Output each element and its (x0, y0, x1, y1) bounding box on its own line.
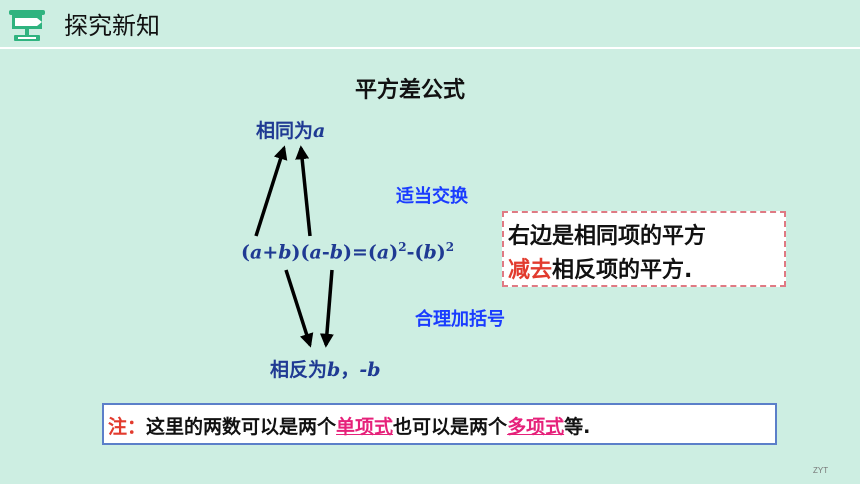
difference-of-squares-formula: (a+b)(a-b)=(a)2-(b)2 (241, 240, 454, 263)
rule-line-1: 右边是相同项的平方 (508, 224, 707, 249)
note-highlight-monomial: 单项式 (336, 416, 394, 438)
formula-part: -( (406, 241, 424, 264)
rule-highlight: 减去 (508, 258, 553, 283)
formula-var: a (250, 241, 263, 264)
formula-var: a (376, 241, 390, 264)
label-opp-text: 相反为 (270, 359, 328, 381)
formula-var: b (423, 241, 437, 264)
formula-var: b (278, 241, 292, 264)
rule-line-2: 减去相反项的平方. (508, 252, 692, 284)
watermark: ZYT (813, 466, 829, 475)
formula-part: ) (389, 241, 399, 264)
arrow-up-left (254, 145, 288, 237)
bracket-label: 合理加括号 (415, 309, 505, 330)
formula-title: 平方差公式 (355, 78, 466, 103)
label-opp-sep: ， (340, 359, 360, 381)
label-same-text: 相同为 (256, 120, 314, 142)
note-part: 这里的两数可以是两个 (146, 416, 337, 438)
formula-part: ) (436, 241, 446, 264)
rule-rest: 相反项的平方. (552, 258, 693, 283)
formula-exponent: 2 (398, 240, 407, 254)
formula-var: b (329, 241, 344, 264)
label-opp-var2: -b (359, 359, 381, 381)
presentation-board-icon (9, 10, 45, 41)
section-title: 探究新知 (64, 12, 160, 40)
header-divider (0, 47, 860, 49)
formula-part: )( (291, 241, 310, 264)
note-part: 也可以是两个 (393, 416, 508, 438)
label-opposite-term: 相反为b，-b (270, 355, 381, 382)
note-highlight-polynomial: 多项式 (507, 416, 565, 438)
swap-label: 适当交换 (396, 186, 468, 207)
formula-var: a (309, 241, 322, 264)
formula-part: - (321, 241, 330, 264)
rule-box (502, 211, 786, 287)
arrow-up-right (295, 145, 312, 237)
note-prefix: 注： (108, 416, 147, 438)
note-text: 注：这里的两数可以是两个单项式也可以是两个多项式等. (108, 412, 590, 439)
formula-exponent: 2 (445, 240, 455, 254)
formula-part: + (262, 241, 279, 264)
note-part: 等. (564, 416, 591, 438)
formula-part: )=( (343, 241, 377, 264)
arrow-down-right (319, 269, 334, 348)
formula-part: ( (241, 241, 250, 264)
label-opp-var1: b (327, 359, 341, 381)
arrow-down-left (284, 269, 314, 348)
note-box (102, 403, 777, 445)
label-same-var: a (313, 120, 326, 142)
label-same-term: 相同为a (256, 116, 325, 143)
